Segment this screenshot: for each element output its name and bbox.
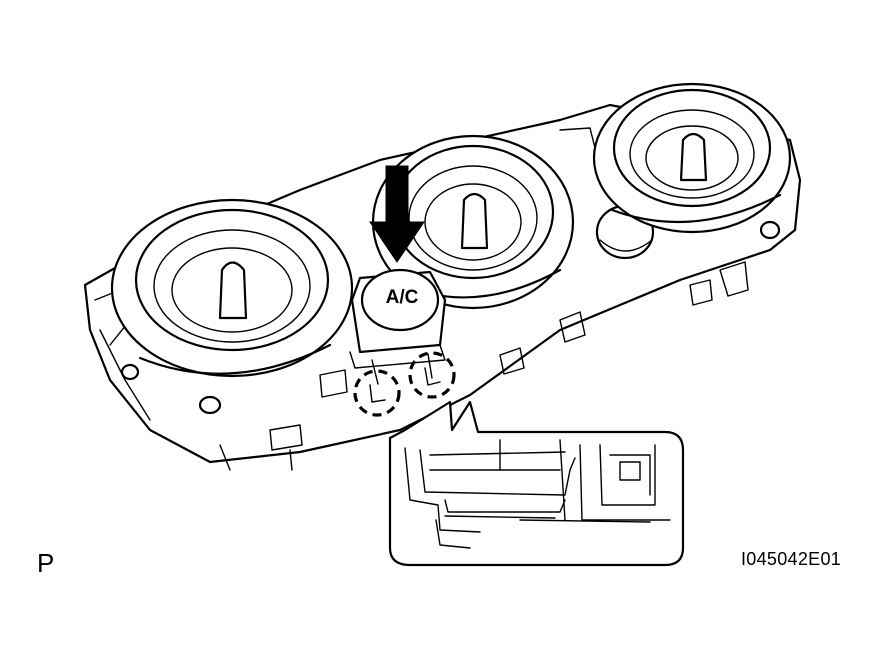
detail-callout — [388, 400, 685, 567]
corner-label: P — [37, 548, 55, 578]
claw-highlights — [353, 351, 456, 417]
middle-knob — [371, 134, 575, 310]
ac-button-label: A/C — [385, 287, 419, 308]
down-arrow-icon — [369, 165, 425, 263]
figure-id: I045042E01 — [741, 549, 842, 569]
ac-button — [349, 268, 447, 385]
left-knob — [110, 198, 354, 378]
right-knob — [592, 82, 792, 234]
